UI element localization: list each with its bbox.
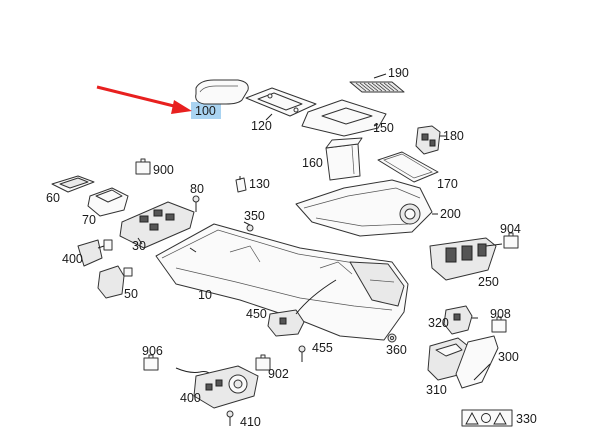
part-400b-module[interactable]	[175, 365, 259, 409]
callout-900: 900	[153, 163, 174, 177]
callout-30: 30	[132, 239, 146, 253]
callout-400a: 400	[62, 252, 83, 266]
callout-120: 120	[251, 119, 272, 133]
part-160-bin[interactable]	[325, 137, 363, 181]
callout-80: 80	[190, 182, 204, 196]
callout-310: 310	[426, 383, 447, 397]
callout-330: 330	[516, 412, 537, 426]
callout-250: 250	[478, 275, 499, 289]
callout-455: 455	[312, 341, 333, 355]
part-250-vent[interactable]	[429, 237, 503, 281]
part-904-label[interactable]	[503, 232, 519, 249]
callout-170: 170	[437, 177, 458, 191]
part-70-cup[interactable]	[87, 187, 129, 217]
part-360-nut[interactable]	[387, 333, 397, 343]
part-80-screw[interactable]	[192, 195, 200, 212]
part-320-switch[interactable]	[443, 305, 478, 335]
part-455-screw[interactable]	[298, 345, 306, 362]
part-50-socket[interactable]	[97, 265, 133, 299]
callout-350: 350	[244, 209, 265, 223]
part-906-label[interactable]	[143, 354, 159, 371]
callout-400b: 400	[180, 391, 201, 405]
callout-908: 908	[490, 307, 511, 321]
part-450-switch[interactable]	[267, 309, 305, 337]
part-200-cover[interactable]	[295, 179, 438, 237]
callout-100: 100	[195, 104, 216, 118]
callout-320: 320	[428, 316, 449, 330]
callout-906: 906	[142, 344, 163, 358]
part-350-screw[interactable]	[243, 221, 254, 232]
callout-904: 904	[500, 222, 521, 236]
callout-50: 50	[124, 287, 138, 301]
callout-200: 200	[440, 207, 461, 221]
part-30-control-unit[interactable]	[119, 201, 195, 249]
part-10-console-housing[interactable]	[155, 223, 409, 341]
part-60-tray[interactable]	[51, 175, 95, 193]
part-120-frame[interactable]	[245, 87, 317, 121]
part-300-flap[interactable]	[455, 335, 499, 389]
callout-410: 410	[240, 415, 261, 429]
part-400a-module[interactable]	[77, 239, 113, 267]
callout-450: 450	[246, 307, 267, 321]
callout-70: 70	[82, 213, 96, 227]
callout-60: 60	[46, 191, 60, 205]
highlight-arrow	[96, 85, 192, 114]
part-900-label[interactable]	[135, 158, 151, 175]
part-100-armrest-lid[interactable]	[195, 79, 249, 105]
callout-10: 10	[198, 288, 212, 302]
callout-300: 300	[498, 350, 519, 364]
part-180-switch[interactable]	[415, 125, 446, 155]
part-130-clip[interactable]	[235, 176, 247, 193]
part-410-screw[interactable]	[226, 410, 234, 426]
callout-190: 190	[388, 66, 409, 80]
callout-150: 150	[373, 121, 394, 135]
callout-130: 130	[249, 177, 270, 191]
part-902-label[interactable]	[255, 354, 271, 371]
part-170-mat[interactable]	[377, 151, 439, 183]
part-330-warning-label[interactable]	[461, 409, 513, 427]
highlight-box	[191, 102, 221, 119]
part-150-tray-cover[interactable]	[301, 99, 387, 137]
callout-160: 160	[302, 156, 323, 170]
callout-180: 180	[443, 129, 464, 143]
callout-360: 360	[386, 343, 407, 357]
callout-902: 902	[268, 367, 289, 381]
part-908-label[interactable]	[491, 316, 507, 333]
part-190-grille[interactable]	[349, 73, 405, 93]
